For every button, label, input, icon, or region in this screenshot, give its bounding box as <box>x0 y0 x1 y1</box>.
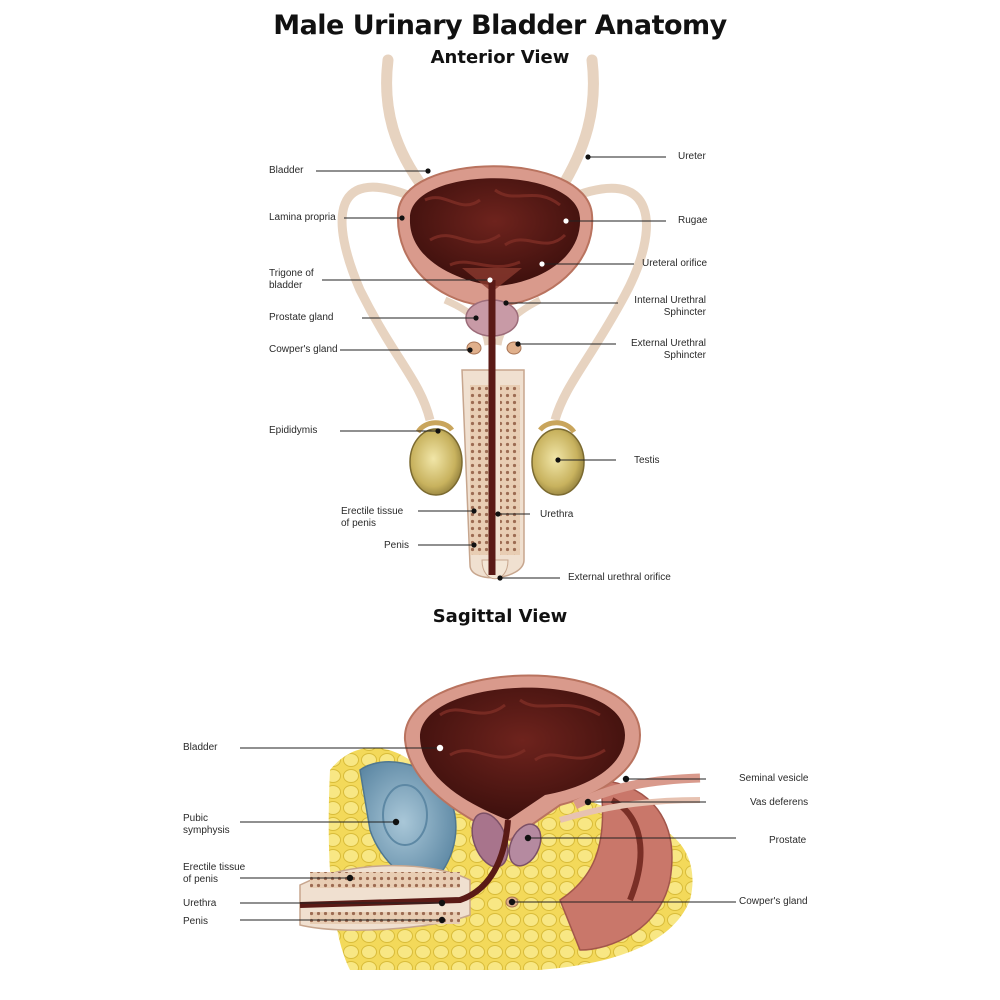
anterior-leader-lines <box>316 156 666 579</box>
sagittal-leader-lines <box>240 747 736 921</box>
anterior-view-heading: Anterior View <box>430 47 570 68</box>
label-external-urethral-orifice: External urethral orifice <box>568 572 671 583</box>
label-trigone-of-bladder: Trigone of bladder <box>269 268 314 291</box>
label-sagittal-cowpers-gland: Cowper's gland <box>739 896 808 907</box>
label-urethra: Urethra <box>540 509 574 520</box>
label-ureteral-orifice: Ureteral orifice <box>642 258 708 269</box>
label-erectile-tissue: Erectile tissue of penis <box>341 506 404 529</box>
label-internal-urethral-sphincter: Internal Urethral Sphincter <box>634 295 706 318</box>
label-bladder: Bladder <box>269 165 304 176</box>
anterior-leader-dots <box>399 154 591 581</box>
label-testis: Testis <box>634 455 660 466</box>
sagittal-leader-dots <box>346 744 630 924</box>
label-sagittal-penis: Penis <box>183 916 209 927</box>
label-lamina-propria: Lamina propria <box>269 212 336 223</box>
sagittal-view-heading: Sagittal View <box>432 606 568 627</box>
label-sagittal-prostate: Prostate <box>769 835 807 846</box>
label-sagittal-erectile-tissue: Erectile tissue of penis <box>183 862 246 885</box>
label-rugae: Rugae <box>678 215 708 226</box>
sagittal-illustration <box>299 674 701 970</box>
label-pubic-symphysis: Pubic symphysis <box>183 813 230 836</box>
label-external-urethral-sphincter: External Urethral Sphincter <box>630 338 706 361</box>
label-epididymis: Epididymis <box>269 425 318 436</box>
label-vas-deferens: Vas deferens <box>750 797 809 808</box>
anterior-illustration <box>337 54 651 580</box>
diagram-title: Male Urinary Bladder Anatomy <box>273 10 727 41</box>
label-sagittal-bladder: Bladder <box>183 742 218 753</box>
label-cowpers-gland: Cowper's gland <box>269 344 338 355</box>
label-ureter: Ureter <box>678 151 706 162</box>
label-penis: Penis <box>384 540 410 551</box>
label-seminal-vesicle: Seminal vesicle <box>739 773 809 784</box>
label-prostate-gland: Prostate gland <box>269 312 334 323</box>
label-sagittal-urethra: Urethra <box>183 898 217 909</box>
